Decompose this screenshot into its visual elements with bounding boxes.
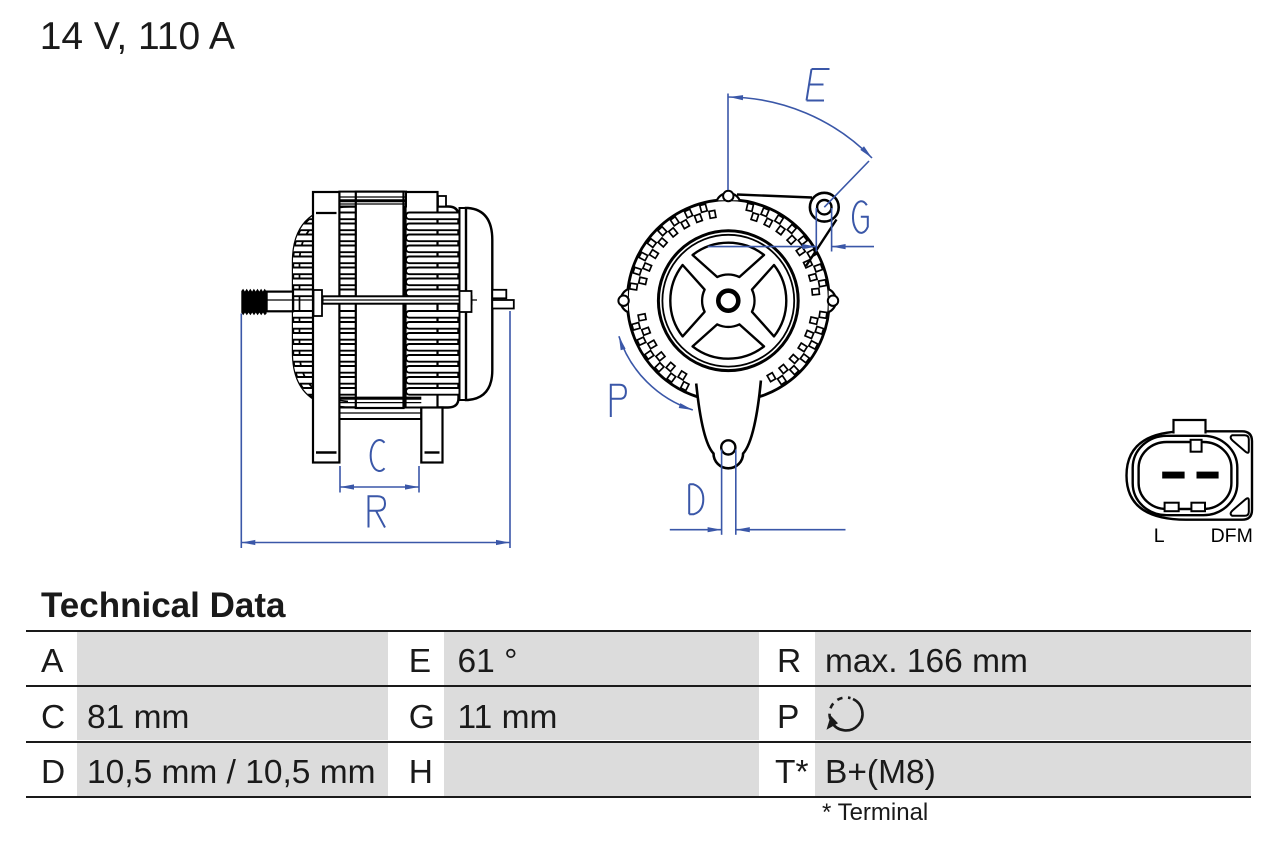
svg-text:DFM: DFM bbox=[1211, 525, 1253, 547]
svg-text:L: L bbox=[1154, 525, 1165, 547]
